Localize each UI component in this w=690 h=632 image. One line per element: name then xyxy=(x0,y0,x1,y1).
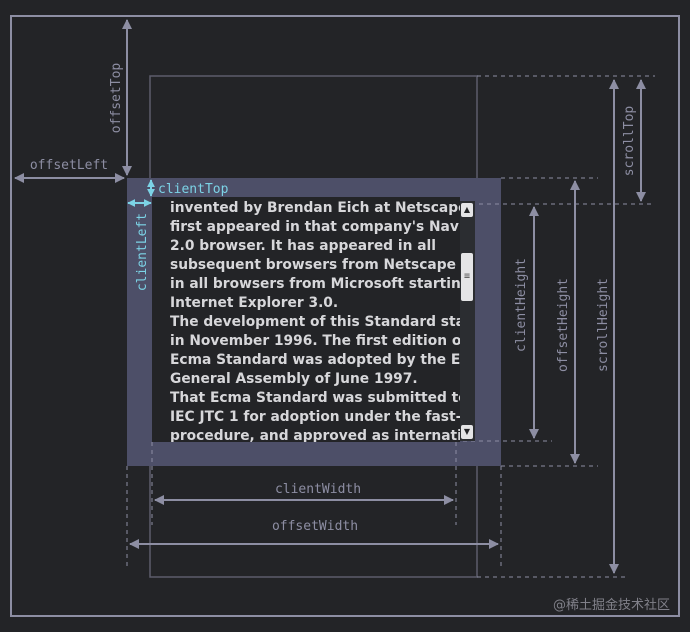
offset-left-label: offsetLeft xyxy=(30,158,108,173)
content-line: 2.0 browser. It has appeared in all xyxy=(170,238,436,254)
guide-lines xyxy=(126,75,655,578)
content-line: subsequent browsers from Netscape and xyxy=(170,257,460,273)
content-line: The development of this Standard started xyxy=(170,314,460,330)
scroll-top-label: scrollTop xyxy=(622,106,637,177)
client-height-label: clientHeight xyxy=(514,258,529,352)
offset-parent-frame xyxy=(10,15,680,617)
offset-height-label: offsetHeight xyxy=(556,278,571,372)
client-left-label: clientLeft xyxy=(135,213,150,291)
scroll-thumb[interactable]: ≡ xyxy=(461,253,473,301)
content-line: first appeared in that company's Navigat… xyxy=(170,219,460,235)
watermark: @稀土掘金技术社区 xyxy=(553,597,670,613)
client-border-arrows xyxy=(127,179,155,207)
content-line: IEC JTC 1 for adoption under the fast-tr… xyxy=(170,409,460,425)
element-content-area: invented by Brendan Eich at Netscape and… xyxy=(152,197,460,442)
content-line: in November 1996. The first edition of t… xyxy=(170,333,460,349)
offset-width-label: offsetWidth xyxy=(272,519,358,534)
content-line: Ecma Standard was adopted by the Ecma xyxy=(170,352,460,368)
content-line: invented by Brendan Eich at Netscape and xyxy=(170,200,460,216)
content-line: General Assembly of June 1997. xyxy=(170,371,418,387)
client-width-label: clientWidth xyxy=(275,482,361,497)
scrollbar[interactable]: ▲ ≡ ▼ xyxy=(460,201,475,441)
content-line: in all browsers from Microsoft starting … xyxy=(170,276,460,292)
content-line: That Ecma Standard was submitted to ISO/ xyxy=(170,390,460,406)
measurement-arrows xyxy=(14,19,646,574)
offset-top-label: offsetTop xyxy=(109,63,124,134)
scroll-up-icon[interactable]: ▲ xyxy=(461,203,473,217)
content-text: invented by Brendan Eich at Netscape and… xyxy=(170,199,460,442)
content-line: Internet Explorer 3.0. xyxy=(170,295,339,311)
content-line: procedure, and approved as international xyxy=(170,428,460,442)
scroll-height-label: scrollHeight xyxy=(596,278,611,372)
client-top-label: clientTop xyxy=(158,182,229,197)
scroll-down-icon[interactable]: ▼ xyxy=(461,425,473,439)
